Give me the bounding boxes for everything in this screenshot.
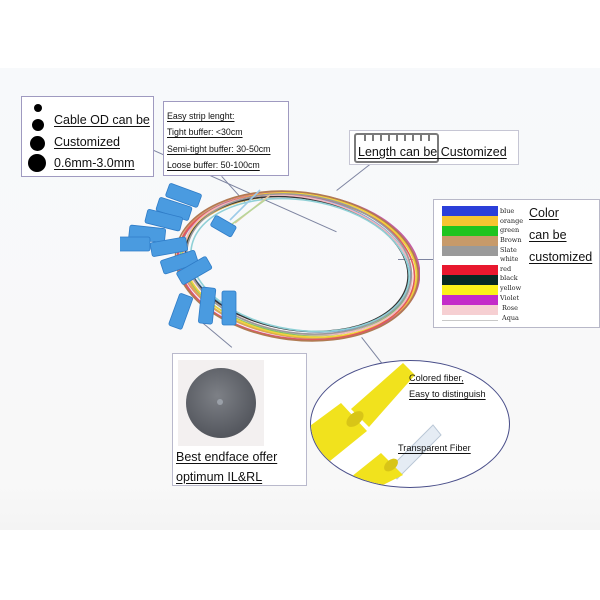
swatch-aqua [442, 320, 498, 321]
swatch-label: blue [500, 207, 515, 215]
length-callout: Length can be Customized [349, 130, 519, 165]
swatch-label: green [500, 226, 520, 234]
fiber-pigtail-illustration [120, 183, 420, 342]
cable-od-callout: Cable OD can be Customized 0.6mm-3.0mm [21, 96, 154, 177]
swatch-label: black [500, 274, 518, 282]
swatch-label: white [500, 255, 519, 263]
swatch-green [442, 226, 498, 236]
dot-large-icon [30, 136, 45, 151]
swatch-orange [442, 216, 498, 226]
colored-fiber-line-1: Colored fiber, [409, 373, 464, 383]
length-label: Length can be Customized [358, 145, 507, 159]
cable-od-line-1: Cable OD can be [54, 113, 150, 127]
color-callout: blue orange green Brown Slate white red … [433, 199, 600, 328]
ferrule-endface-icon [186, 368, 256, 438]
swatch-red [442, 265, 498, 275]
swatch-label: yellow [500, 284, 522, 292]
swatch-slate [442, 246, 498, 256]
strip-loose: Loose buffer: 50-100cm [167, 160, 260, 170]
cable-od-line-3: 0.6mm-3.0mm [54, 156, 135, 170]
endface-photo [178, 360, 264, 446]
swatch-label: Aqua [502, 314, 519, 322]
swatch-label: Brown [500, 236, 522, 244]
fiber-detail-callout: Colored fiber, Easy to distinguish Trans… [310, 360, 510, 488]
swatch-label: Violet [500, 294, 520, 302]
ruler-icon [354, 133, 439, 163]
strip-tight: Tight buffer: <30cm [167, 127, 243, 137]
transparent-fiber-label: Transparent Fiber [398, 443, 471, 453]
strip-heading: Easy strip lenght: [167, 111, 235, 121]
endface-line-1: Best endface offer [176, 450, 278, 464]
dot-medium-icon [32, 119, 44, 131]
cable-od-line-2: Customized [54, 135, 120, 149]
fiber-closeup-illustration [311, 363, 442, 487]
swatch-violet [442, 295, 498, 305]
endface-callout: Best endface offer optimum IL&RL [172, 353, 307, 486]
swatch-black [442, 275, 498, 285]
swatch-blue [442, 206, 498, 216]
color-line-1: Color [529, 206, 559, 220]
colored-fiber-line-2: Easy to distinguish [409, 389, 486, 399]
swatch-rose [442, 305, 498, 315]
dot-xlarge-icon [28, 154, 46, 172]
fiber-core-icon [217, 399, 223, 405]
strip-length-callout: Easy strip lenght: Tight buffer: <30cm S… [163, 101, 289, 176]
swatch-label: red [500, 265, 512, 273]
endface-line-2: optimum IL&RL [176, 470, 263, 484]
swatch-label: orange [500, 217, 524, 225]
swatch-label: Slate [500, 246, 517, 254]
swatch-brown [442, 236, 498, 246]
swatch-label: Rose [502, 304, 518, 312]
color-line-2: can be [529, 228, 567, 242]
strip-semi-tight: Semi-tight buffer: 30-50cm [167, 144, 271, 154]
color-line-3: customized [529, 250, 593, 264]
dot-small-icon [34, 104, 42, 112]
swatch-yellow [442, 285, 498, 295]
